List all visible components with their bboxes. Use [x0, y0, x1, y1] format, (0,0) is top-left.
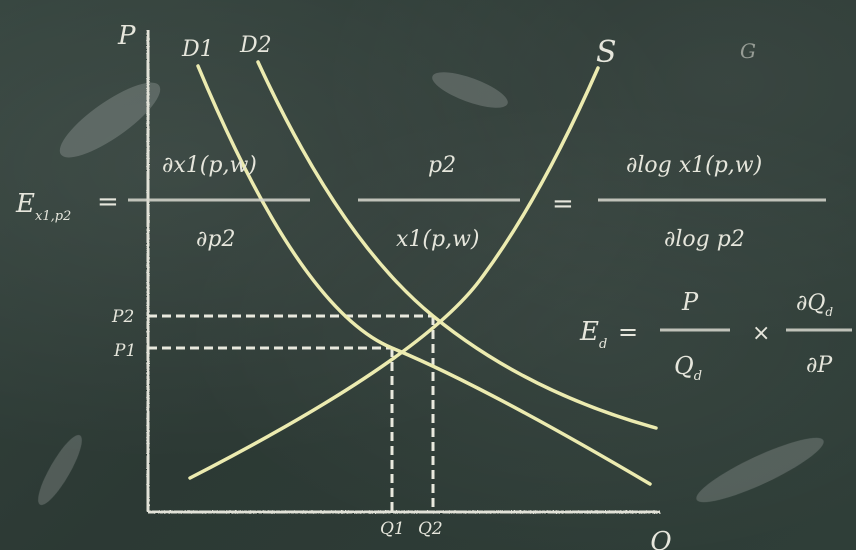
demand-fraction-1-denominator: Qd	[674, 352, 702, 384]
demand-elasticity-lhs: Ed	[579, 317, 607, 352]
axes	[146, 30, 660, 514]
fraction-2-denominator: x1(p,w)	[396, 227, 479, 252]
equilibrium-guides	[148, 314, 435, 512]
q1-tick-label: Q1	[380, 519, 405, 539]
fraction-3-denominator: ∂log p2	[664, 227, 745, 252]
demand-fraction-1-numerator: P	[681, 288, 699, 316]
y-axis-label: P	[117, 21, 136, 51]
supply-label: S	[596, 35, 617, 70]
fraction-3-numerator: ∂log x1(p,w)	[626, 153, 762, 178]
fraction-2-numerator: p2	[428, 153, 456, 178]
demand-elasticity-equation: Ed = P Qd × ∂Qd ∂P	[579, 288, 852, 384]
demand-1-label: D1	[181, 37, 214, 62]
demand-2-label: D2	[239, 33, 272, 58]
demand-fraction-2-denominator: ∂P	[806, 353, 833, 378]
equals-sign-1: =	[97, 187, 119, 217]
chalk-smudges	[38, 72, 824, 505]
q2-tick-label: Q2	[418, 519, 443, 539]
demand-curve-2	[256, 60, 658, 430]
elasticity-lhs: Ex1,p2	[15, 189, 71, 224]
multiply-sign: ×	[752, 321, 770, 346]
fraction-1-denominator: ∂p2	[196, 227, 235, 252]
demand-equals-sign: =	[618, 318, 638, 346]
demand-fraction-2-numerator: ∂Qd	[796, 291, 833, 319]
p2-tick-label: P2	[111, 307, 134, 327]
demand-curve-1	[196, 64, 652, 486]
fraction-1-numerator: ∂x1(p,w)	[162, 153, 257, 178]
corner-mark: G	[740, 39, 756, 63]
supply-curve	[188, 66, 600, 480]
cross-price-elasticity-equation: Ex1,p2 = ∂x1(p,w) ∂p2 p2 x1(p,w) = ∂log …	[15, 153, 826, 252]
equals-sign-2: =	[552, 189, 574, 219]
x-axis-label: Q	[650, 527, 671, 550]
curves	[188, 60, 658, 486]
p1-tick-label: P1	[113, 341, 136, 361]
